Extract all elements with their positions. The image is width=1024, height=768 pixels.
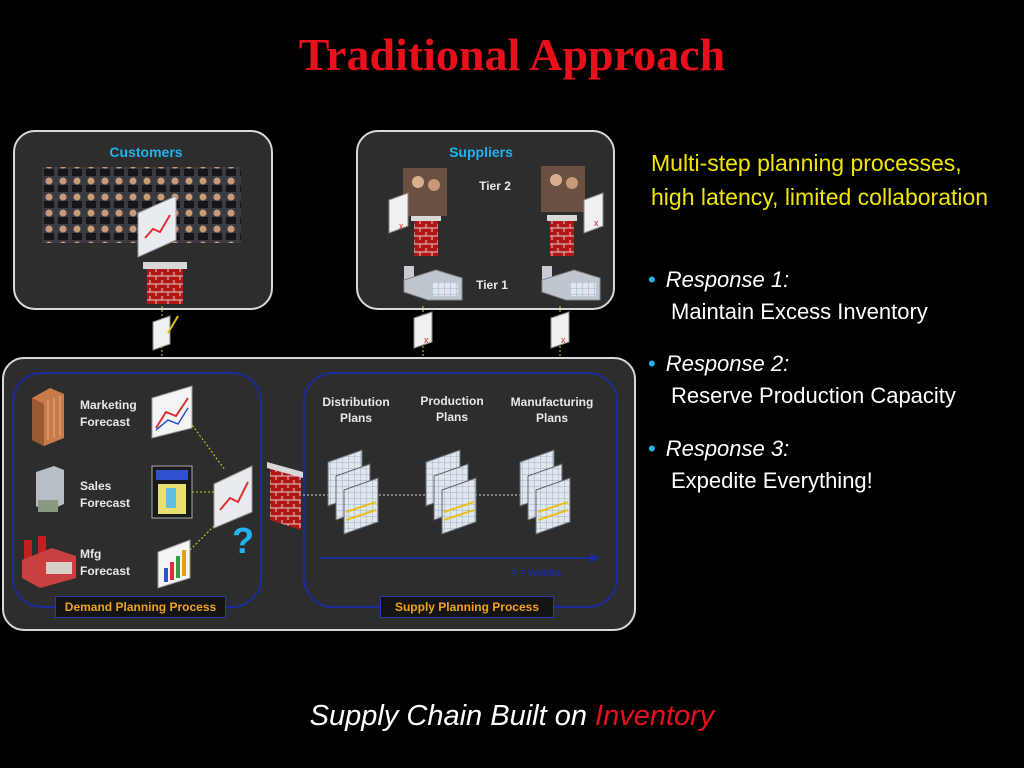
headline-text: Multi-step planning processes, high late…: [651, 150, 989, 210]
supplier-photo-right: [541, 166, 585, 212]
supplier-photo-left: [403, 168, 447, 216]
supplier-firewall-left-icon: [411, 215, 441, 256]
consolidated-forecast-icon: [213, 465, 253, 529]
response-3: •Response 3: Expedite Everything!: [648, 436, 873, 493]
warehouse-building-icon: [36, 466, 64, 512]
demand-planning-process-label: Demand Planning Process: [55, 596, 226, 618]
customer-chart-icon: [137, 195, 177, 258]
response-2: •Response 2: Reserve Production Capacity: [648, 351, 956, 408]
footer-prefix: Supply Chain Built on: [309, 700, 596, 732]
office-building-icon: [32, 388, 64, 446]
factory-icon: [22, 536, 76, 588]
supplier-factory-right-icon: [541, 266, 601, 301]
svg-text:x: x: [594, 218, 599, 228]
supply-planning-process-label: Supply Planning Process: [380, 596, 554, 618]
distribution-plans-stack-icon: [327, 449, 379, 535]
sales-forecast-screen-icon: [151, 465, 193, 519]
svg-text:x: x: [399, 221, 404, 231]
supplier-doc-left-icon: x: [388, 192, 409, 234]
production-plans-stack-icon: [425, 449, 477, 535]
mfg-forecast-chart-icon: [157, 539, 191, 589]
manufacturing-plans-stack-icon: [519, 449, 571, 535]
svg-text:x: x: [561, 335, 566, 345]
tier2-label: Tier 2: [479, 179, 511, 193]
time-axis-arrow: [320, 553, 600, 563]
supplier-transfer-doc-right-icon: x: [550, 311, 570, 349]
supplier-factory-left-icon: [403, 266, 463, 301]
customers-label: Customers: [109, 144, 183, 160]
tier1-label: Tier 1: [476, 278, 508, 292]
customer-firewall-icon: [143, 262, 187, 304]
response-1: •Response 1: Maintain Excess Inventory: [648, 267, 928, 324]
svg-text:x: x: [424, 335, 429, 345]
planning-firewall-icon: [267, 462, 303, 530]
customer-transfer-doc-icon: [152, 315, 179, 351]
time-axis-label: t = weeks: [512, 567, 562, 579]
question-mark: ?: [232, 520, 254, 561]
suppliers-label: Suppliers: [449, 144, 513, 160]
supplier-doc-right-icon: x: [583, 192, 604, 234]
supplier-transfer-doc-left-icon: x: [413, 311, 433, 349]
footer-text: Supply Chain Built on Inventory: [0, 700, 1024, 733]
slide-title: Traditional Approach: [298, 29, 726, 80]
footer-accent: Inventory: [595, 700, 715, 732]
supplier-firewall-right-icon: [547, 215, 577, 256]
marketing-forecast-chart-icon: [151, 385, 193, 439]
